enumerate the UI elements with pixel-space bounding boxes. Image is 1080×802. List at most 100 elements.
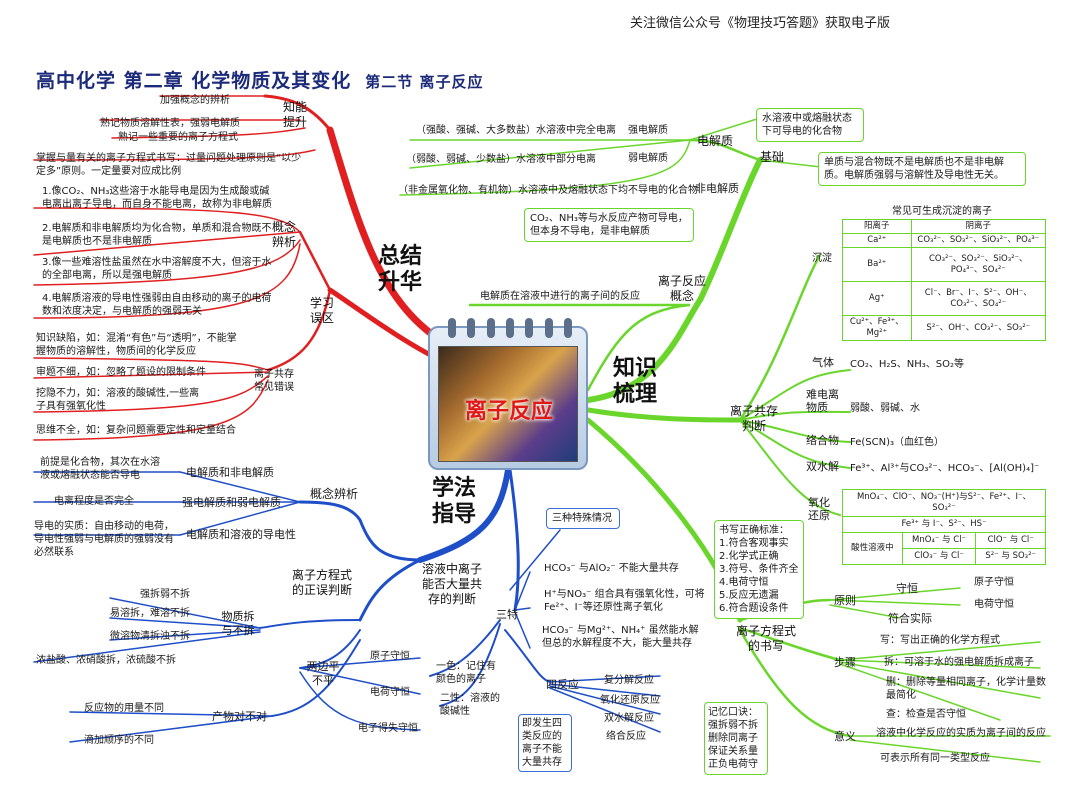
balance-item: 原子守恒	[370, 651, 410, 662]
method-concept-note: 前提是化合物，其次在水溶液或熔融状态能否导电	[40, 457, 160, 481]
split-item: 微溶物清拆浊不拆	[110, 631, 190, 642]
precip-table: 阳离子阴离子 Ca²⁺CO₃²⁻、SO₃²⁻、SiO₃²⁻、PO₄³⁻ Ba²⁺…	[842, 219, 1047, 341]
concept-label: 概念 辨析	[271, 220, 296, 249]
coexist-two: 二性：溶液的酸碱性	[440, 693, 500, 717]
method-concept-head: 电解质和非电解质	[186, 466, 274, 479]
complex-label: 络合物	[806, 434, 839, 447]
method-concept-head: 强电解质和弱电解质	[182, 496, 281, 509]
coexist-error-label: 离子共存 常见错误	[254, 369, 294, 393]
principle-atom: 原子守恒	[974, 577, 1014, 588]
title-section: 第二节 离子反应	[365, 73, 484, 91]
coexist-error-item: 挖隐不力，如：溶液的酸碱性,一些离子具有强氧化性	[36, 388, 200, 412]
four-note: 即发生四类反应的离子不能大量共存	[518, 714, 572, 772]
ability-item: 熟记物质溶解性表，强弱电解质	[100, 118, 240, 129]
precip-label: 沉淀	[812, 253, 832, 264]
four-item: 复分解反应	[604, 675, 654, 686]
balance-item: 电子得失守恒	[358, 723, 418, 734]
method-concept-head: 电解质和溶液的导电性	[186, 528, 296, 541]
coexist-error-item: 知识缺陷，如：混淆“有色”与“透明”，不能掌握物质的溶解性，物质间的化学反应	[36, 333, 237, 357]
precip-table-title: 常见可生成沉淀的离子	[892, 206, 992, 217]
three-note: 三种特殊情况	[546, 508, 620, 529]
principle-label: 原则	[834, 594, 856, 607]
weak-desc: （弱酸、弱碱、少数盐）水溶液中部分电离	[406, 154, 596, 165]
hydro-val: Fe³⁺、Al³⁺与CO₃²⁻、HCO₃⁻、[Al(OH)₄]⁻	[850, 463, 1040, 474]
branch-summary: 总结 升华	[377, 244, 422, 295]
split-label: 物质拆 与不拆	[221, 610, 255, 637]
reaction-concept-label: 离子反应 概念	[657, 274, 706, 303]
branch-knowledge: 知识 梳理	[612, 356, 657, 407]
basics-label: 基础	[759, 150, 784, 164]
redox-label: 氧化 还原	[808, 496, 830, 522]
three-label: 三特	[496, 608, 518, 621]
four-item: 氧化还原反应	[600, 695, 660, 706]
gas-label: 气体	[812, 356, 834, 369]
weak-label: 弱电解质	[628, 153, 668, 164]
header-note: 关注微信公众号《物理技巧答题》获取电子版	[630, 16, 891, 31]
four-item: 双水解反应	[604, 713, 654, 724]
ability-label: 知能 提升	[282, 100, 307, 129]
concept-item: 1.像CO₂、NH₃这些溶于水能导电是因为生成酸或碱电离出离子导电，而自身不能电…	[42, 186, 272, 210]
three-item: HCO₃⁻ 与AlO₂⁻ 不能大量共存	[544, 563, 679, 574]
principle-conserve: 守恒	[896, 582, 918, 595]
judge-label: 离子方程式 的正误判断	[291, 568, 352, 597]
step-item: 写：写出正确的化学方程式	[880, 635, 1000, 646]
meaning-item: 溶液中化学反应的实质为离子间的反应	[876, 728, 1046, 739]
concept-item: 4.电解质溶液的导电性强弱由自由移动的离子的电荷数和浓度决定，与电解质的强弱无关	[42, 293, 272, 317]
strong-label: 强电解质	[628, 125, 668, 136]
title-main: 高中化学 第二章 化学物质及其变化	[36, 70, 352, 92]
coexist-one: 一色：记住有颜色的离子	[436, 661, 496, 685]
meaning-item: 可表示所有同一类型反应	[880, 753, 990, 764]
coexist-label: 离子共存 判断	[729, 404, 778, 433]
step-item: 查：检查是否守恒	[886, 709, 966, 720]
step-item: 删：删除等量相同离子，化学计量数最简化	[886, 677, 1046, 701]
reaction-concept-desc: 电解质在溶液中进行的离子间的反应	[480, 291, 640, 302]
equation-label: 离子方程式 的书写	[735, 624, 796, 653]
balance-item: 电荷守恒	[370, 687, 410, 698]
three-item: H⁺与NO₃⁻ 组合具有强氧化性，可将Fe²⁺、I⁻等还原性离子氧化	[544, 589, 705, 613]
concept-item: 3.像一些难溶性盐虽然在水中溶解度不大，但溶于水的全部电离，所以是强电解质	[42, 257, 272, 281]
product-label: 产物对不对	[212, 710, 267, 723]
method-concept-label: 概念辨析	[310, 487, 359, 501]
four-label: 四反应	[546, 678, 579, 691]
single-note: 单质与混合物既不是电解质也不是非电解质。电解质强弱与溶解性及导电性无关。	[818, 152, 1026, 186]
steps-label: 步骤	[834, 656, 856, 669]
non-note: CO₂、NH₃等与水反应产物可导电，但本身不导电，是非电解质	[524, 208, 694, 242]
lab-photo: 离子反应	[438, 346, 578, 462]
step-item: 拆：可溶于水的强电解质拆成离子	[884, 657, 1034, 668]
branch-method: 学法 指导	[431, 476, 476, 527]
three-item: HCO₃⁻ 与Mg²⁺、NH₄⁺ 虽然能水解但总的水解程度不大，能大量共存	[542, 625, 699, 649]
split-item: 浓盐酸、浓硝酸拆，浓硫酸不拆	[36, 655, 176, 666]
page-title: 高中化学 第二章 化学物质及其变化第二节 离子反应	[36, 66, 483, 93]
principle-fact: 符合实际	[888, 612, 932, 625]
center-label: 离子反应	[464, 399, 553, 424]
split-item: 强拆弱不拆	[140, 589, 190, 600]
non-desc: （非金属氧化物、有机物）水溶液中及熔融状态下均不导电的化合物	[398, 185, 698, 196]
weak-substance-val: 弱酸、弱碱、水	[850, 403, 920, 414]
binder-rings	[442, 318, 578, 338]
method-concept-note: 电离程度是否完全	[54, 496, 134, 507]
ability-item: 熟记一些重要的离子方程式	[118, 132, 238, 143]
balance-label: 两边平 不平	[306, 660, 340, 687]
coexist-error-item: 思维不全，如：复杂问题需要定性和定量结合	[36, 425, 236, 436]
hydro-label: 双水解	[806, 460, 839, 473]
principle-charge: 电荷守恒	[974, 599, 1014, 610]
split-item: 易溶拆，难溶不拆	[110, 608, 190, 619]
product-item: 滴加顺序的不同	[84, 735, 154, 746]
complex-val: Fe(SCN)₃（血红色）	[850, 437, 944, 448]
non-label: 非电解质	[695, 182, 739, 195]
weak-substance-label: 难电离 物质	[806, 388, 839, 414]
concept-item: 2.电解质和非电解质均为化合物，单质和混合物既不是电解质也不是非电解质	[42, 223, 272, 247]
memo-box: 记忆口诀：强拆弱不拆删除同离子保证关系量正负电荷守	[704, 702, 768, 775]
product-item: 反应物的用量不同	[84, 703, 164, 714]
electrolyte-def: 水溶液中或熔融状态下可导电的化合物	[756, 108, 864, 142]
strong-desc: （强酸、强碱、大多数盐）水溶液中完全电离	[416, 125, 616, 136]
ability-item: 加强概念的辨析	[160, 95, 230, 106]
method-concept-note: 导电的实质：自由移动的电荷，导电性强弱与电解质的强弱没有必然联系	[34, 521, 174, 558]
meaning-label: 意义	[834, 730, 856, 743]
ability-item: 掌握与量有关的离子方程式书写：过量问题处理原则是“以少定多”原则。一定量要对应成…	[36, 153, 302, 177]
coexist-judge-label: 溶液中离子 能否大量共 存的判断	[421, 562, 482, 606]
study-label: 学习 误区	[309, 296, 334, 325]
center-card: 离子反应	[428, 318, 588, 470]
